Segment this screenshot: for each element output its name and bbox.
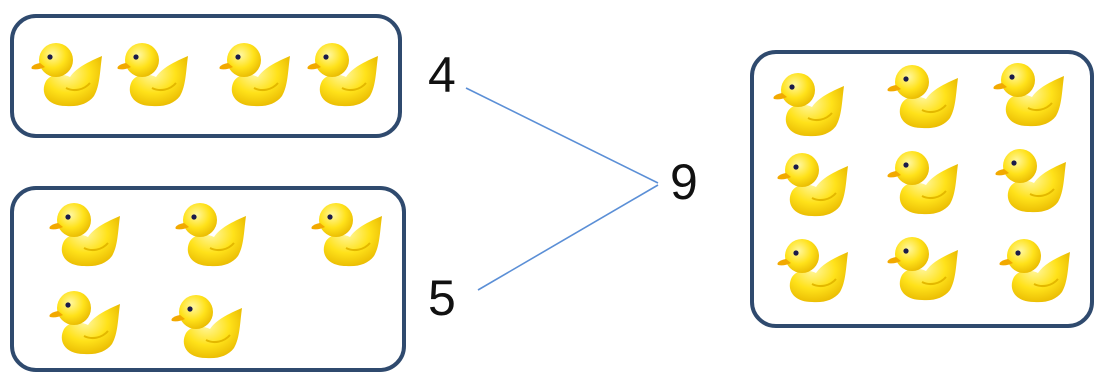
number-top-part: 4 (428, 47, 456, 103)
number-total: 9 (670, 154, 698, 210)
connector-line-top (465, 87, 659, 184)
number-bottom-part: 5 (428, 270, 456, 326)
connector-line-bottom (477, 184, 659, 291)
